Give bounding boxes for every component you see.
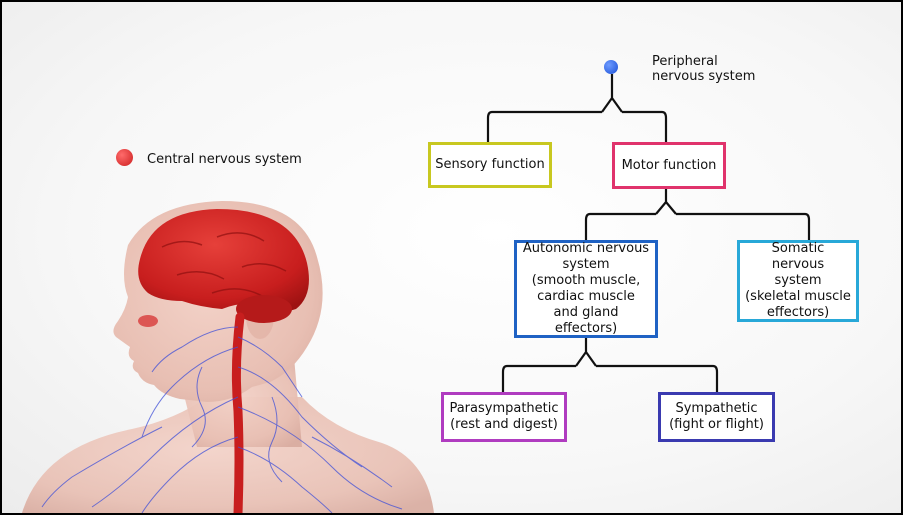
human-head-nervous-system-icon <box>2 197 442 513</box>
node-sensory: Sensory function <box>428 142 552 188</box>
node-sympathetic: Sympathetic (fight or flight) <box>658 392 775 442</box>
node-motor-label: Motor function <box>622 158 717 174</box>
peripheral-dot-icon <box>604 60 618 74</box>
connector-pns <box>488 74 666 142</box>
connector-autonomic <box>503 338 717 392</box>
node-motor: Motor function <box>612 142 726 189</box>
node-autonomic: Autonomic nervous system (smooth muscle,… <box>514 240 658 338</box>
node-autonomic-label: Autonomic nervous system (smooth muscle,… <box>521 241 651 337</box>
central-label: Central nervous system <box>147 152 302 167</box>
node-parasympathetic-label: Parasympathetic (rest and digest) <box>449 401 558 433</box>
node-sensory-label: Sensory function <box>435 157 545 173</box>
node-sympathetic-label: Sympathetic (fight or flight) <box>669 401 764 433</box>
central-dot-icon <box>116 149 133 166</box>
node-parasympathetic: Parasympathetic (rest and digest) <box>441 392 567 442</box>
node-somatic: Somatic nervous system (skeletal muscle … <box>737 240 859 322</box>
node-somatic-label: Somatic nervous system (skeletal muscle … <box>744 241 852 321</box>
peripheral-label: Peripheral nervous system <box>652 54 755 84</box>
connector-motor <box>586 189 809 240</box>
